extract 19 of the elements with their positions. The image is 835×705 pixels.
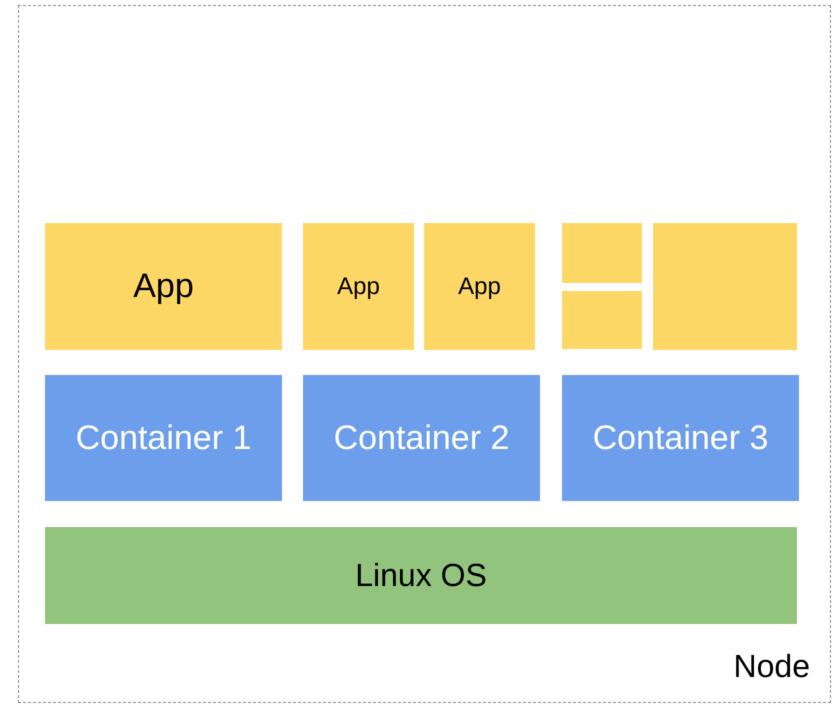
- block-label: Container 2: [334, 418, 510, 458]
- app-block: [303, 223, 414, 350]
- app-block: [562, 291, 642, 349]
- block-label: App: [458, 272, 501, 300]
- node-boundary: [18, 5, 831, 703]
- container-block: [45, 375, 282, 501]
- block-label: App: [337, 272, 380, 300]
- block-label: Linux OS: [355, 557, 487, 594]
- app-block: [653, 223, 797, 350]
- app-block: [45, 223, 282, 350]
- block-label: Container 3: [592, 418, 768, 458]
- block-label: App: [133, 267, 194, 306]
- app-block: [424, 223, 535, 350]
- container-block: [303, 375, 540, 501]
- os-layer: [45, 527, 797, 624]
- node-label: Node: [734, 648, 810, 685]
- app-block: [562, 223, 642, 283]
- block-label: Container 1: [76, 418, 252, 458]
- container-block: [562, 375, 799, 501]
